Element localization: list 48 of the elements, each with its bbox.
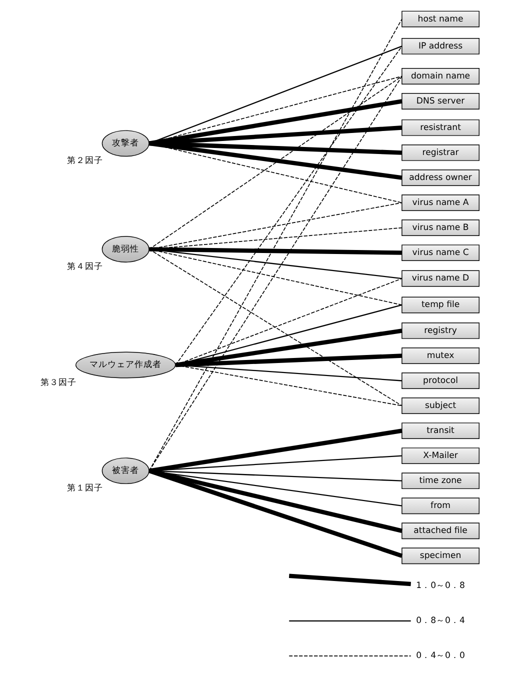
node-box: virus name A [402, 194, 480, 211]
node-label: 第３因子 [40, 378, 76, 388]
node-box: registry [402, 322, 480, 339]
connector [148, 468, 403, 558]
node-ellipse: 被害者 [102, 458, 150, 484]
node-box: temp file [402, 296, 480, 314]
connector [148, 248, 402, 406]
connector [176, 364, 402, 382]
node-label: 第２因子 [66, 156, 103, 166]
node-ellipse: マルウェア作成者 [75, 352, 176, 378]
node-box: protocol [402, 372, 480, 389]
node-ellipse: 脆弱性 [102, 236, 150, 262]
connector [148, 428, 402, 473]
connector [148, 141, 402, 180]
node-box: domain name [402, 68, 480, 84]
connector [149, 126, 402, 146]
connector [175, 328, 402, 368]
node-label: 第１因子 [66, 484, 103, 494]
node-box: virus name C [402, 244, 480, 262]
node-box: IP address [402, 38, 480, 54]
connector [176, 354, 402, 368]
node-box: specimen [402, 548, 480, 564]
legend-label: 0．4～0．0 [416, 651, 465, 662]
connector [175, 46, 402, 366]
connector [148, 99, 402, 146]
node-box: transit [402, 422, 480, 439]
node-box: attached file [402, 522, 480, 540]
legend-label: 1．0～0．8 [416, 581, 465, 592]
node-box: from [402, 498, 480, 514]
node-box: time zone [402, 472, 480, 490]
node-box: subject [402, 398, 480, 414]
node-box: resistrant [402, 119, 480, 136]
node-box: virus name D [402, 270, 480, 287]
node-label: 第４因子 [66, 262, 103, 272]
node-box: address owner [402, 170, 480, 186]
node-box: registrar [402, 144, 480, 161]
node-box: mutex [402, 348, 480, 364]
node-box: DNS server [402, 93, 480, 110]
legend-label: 0．8～0．4 [416, 616, 465, 626]
connector [175, 364, 402, 406]
connector [148, 76, 402, 250]
connector [149, 247, 402, 255]
connector [148, 468, 402, 533]
connector [149, 141, 402, 155]
node-box: host name [402, 10, 480, 28]
node-box: virus name B [402, 220, 480, 236]
node-ellipse: 攻撃者 [102, 130, 150, 157]
node-box: X-Mailer [402, 448, 480, 464]
